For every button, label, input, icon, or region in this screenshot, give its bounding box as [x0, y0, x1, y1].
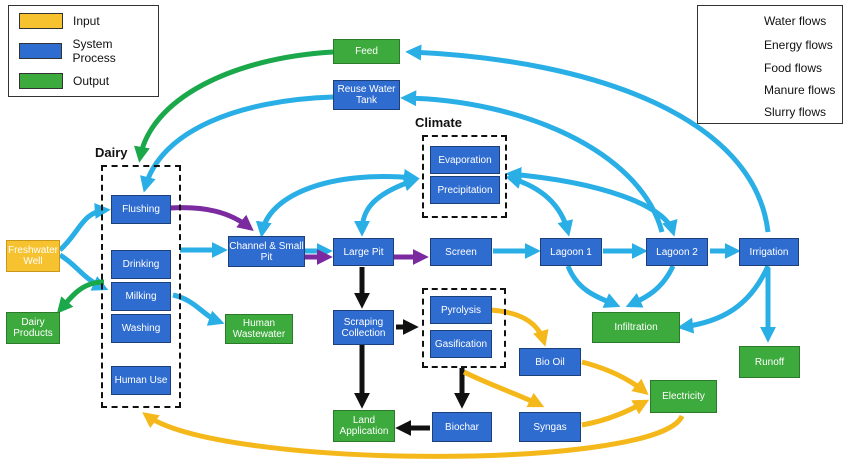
legend-output-swatch	[19, 73, 63, 89]
legend-process-swatch	[19, 43, 63, 59]
node-runoff: Runoff	[739, 346, 800, 378]
legend-manure-label: Manure flows	[764, 83, 836, 97]
node-electricity: Electricity	[650, 380, 717, 413]
energy-biooil-to-electricity	[581, 359, 649, 396]
legend-manure: Manure flows	[756, 81, 835, 99]
legend-input-label: Input	[73, 14, 100, 28]
legend-input: Input	[19, 12, 100, 30]
node-washing: Washing	[111, 314, 171, 343]
node-flushing: Flushing	[111, 195, 171, 224]
food-flows	[56, 49, 334, 314]
energy-pyro-to-syngas	[462, 369, 545, 408]
node-milking: Milking	[111, 282, 171, 311]
node-infiltration: Infiltration	[592, 312, 680, 343]
legend-process-label: System Process	[72, 37, 116, 65]
water-climate-largepit	[354, 175, 420, 237]
node-human-wastewater: Human Wastewater	[225, 314, 293, 344]
node-bio-oil: Bio Oil	[519, 348, 581, 376]
node-reuse-water-tank: Reuse Water Tank	[333, 80, 400, 110]
water-well-to-flushing	[58, 202, 111, 252]
water-to-human-wastewater	[172, 292, 225, 326]
legend-slurry: Slurry flows	[756, 103, 826, 121]
water-lagoon1-to-infiltration	[565, 265, 621, 308]
legend-input-swatch	[19, 13, 63, 29]
node-irrigation: Irrigation	[739, 238, 799, 266]
node-evaporation: Evaporation	[430, 146, 500, 174]
node-channel-small-pit: Channel & Small Pit	[228, 236, 305, 267]
node-lagoon-1: Lagoon 1	[540, 238, 602, 266]
biomass-conversion-group	[422, 288, 506, 368]
water-lagoon2-to-reuse-tank	[400, 90, 665, 233]
legend-water-label: Water flows	[764, 14, 827, 28]
climate-group-label: Climate	[415, 115, 462, 130]
manure-flows	[353, 267, 471, 437]
legend-output-label: Output	[73, 74, 110, 88]
legend-energy: Energy flows	[756, 36, 833, 54]
legend-food: Food flows	[756, 59, 822, 77]
water-irrigation-to-infiltration	[677, 264, 771, 334]
legend-system-process: System Process	[19, 37, 158, 65]
flow-type-legend: Water flows Energy flows Food flows Manu…	[697, 5, 843, 124]
water-lagoon2-to-infiltration	[625, 264, 676, 308]
water-well-to-drinking	[58, 252, 109, 291]
legend-slurry-label: Slurry flows	[764, 105, 827, 119]
water-climate-channel	[255, 168, 420, 238]
node-human-use: Human Use	[111, 366, 171, 395]
node-feed: Feed	[333, 39, 400, 64]
node-scraping-collection: Scraping Collection	[333, 310, 394, 345]
energy-flows	[142, 307, 685, 459]
node-precipitation: Precipitation	[430, 176, 500, 204]
water-reuse-tank-to-flushing	[140, 94, 334, 193]
legend-output: Output	[19, 72, 109, 90]
dairy-group	[101, 165, 181, 408]
node-drinking: Drinking	[111, 250, 171, 279]
node-pyrolysis: Pyrolysis	[430, 296, 492, 324]
food-dairy-to-products	[56, 279, 105, 314]
legend-water: Water flows	[756, 12, 826, 30]
energy-electricity-to-human-use	[142, 412, 685, 459]
node-land-application: Land Application	[333, 410, 395, 442]
node-gasification: Gasification	[430, 330, 492, 358]
node-freshwater-well: Freshwater Well	[6, 240, 60, 272]
dairy-group-label: Dairy	[95, 145, 128, 160]
legend-energy-label: Energy flows	[764, 38, 833, 52]
energy-syngas-to-electricity	[581, 399, 650, 428]
climate-group	[422, 135, 507, 218]
energy-pyrolysis-to-biooil	[489, 307, 549, 347]
node-large-pit: Large Pit	[333, 238, 394, 266]
node-type-legend: Input System Process Output	[8, 5, 159, 97]
node-lagoon-2: Lagoon 2	[646, 238, 708, 266]
node-biochar: Biochar	[432, 412, 492, 442]
water-climate-lagoon1	[505, 173, 574, 237]
node-screen: Screen	[430, 238, 492, 266]
food-feed-to-dairy	[134, 49, 334, 163]
node-syngas: Syngas	[519, 412, 581, 442]
legend-food-label: Food flows	[764, 61, 823, 75]
water-flows	[58, 44, 777, 343]
node-dairy-products: Dairy Products	[6, 312, 60, 344]
water-irrigation-to-feed	[405, 44, 771, 233]
slurry-flushing-to-channel	[169, 205, 254, 231]
water-climate-lagoon2	[505, 167, 678, 237]
